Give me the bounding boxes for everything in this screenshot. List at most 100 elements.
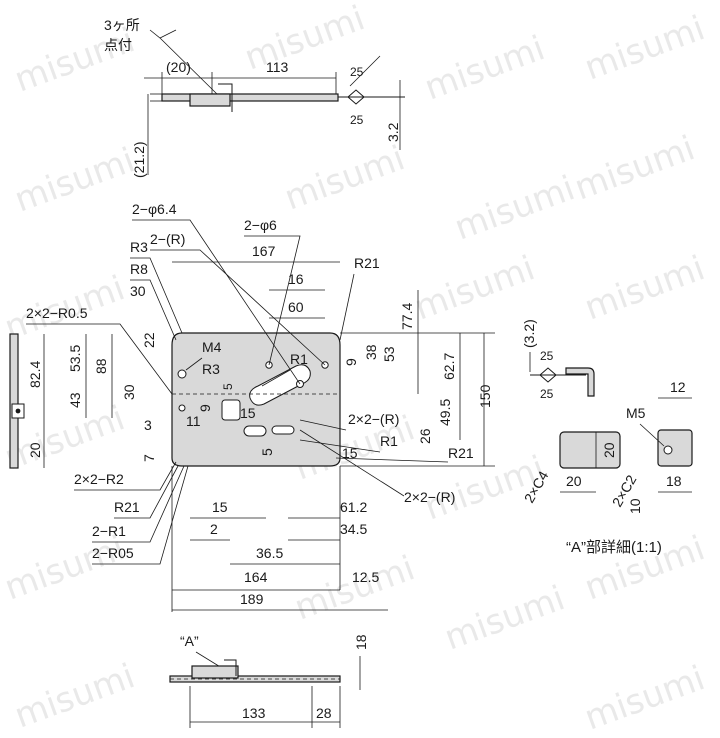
detail-dim-20: 20 [566,473,582,489]
weld-25-top: 25 [350,65,364,79]
dim-34.5: 34.5 [340,521,367,537]
detail-dim-3.2: (3.2) [521,319,537,348]
watermark: misumi [579,658,710,738]
watermark: misumi [9,656,140,736]
dim-26: 26 [417,428,433,444]
dim-164: 164 [244,569,268,585]
watermark: misumi [439,578,570,658]
hole-m4 [177,369,187,379]
slot-lower [243,425,267,437]
watermark: misumi [569,128,700,208]
watermark: misumi [579,8,710,88]
watermark: misumi [409,248,540,328]
dim-3.2: 3.2 [385,122,401,142]
weld-symbol [347,89,365,105]
callout-R21-bottom: R21 [114,499,140,515]
callout-R21-right: R21 [448,445,474,461]
dim-inner-15: 15 [240,405,256,421]
callout-R1-top: R1 [290,351,308,367]
detail-block-left [559,431,621,469]
dim-9: 9 [343,358,359,366]
callout-R3-top: R3 [130,239,148,255]
bottom-dim-18: 18 [353,634,369,650]
detail-dim-12: 12 [670,379,686,395]
weld-25-bottom: 25 [350,113,364,127]
detail-bracket-side [565,367,595,397]
bottom-label-a: “A” [180,633,199,649]
dim-2-bottom: 2 [210,521,218,537]
dim-inner-3: 3 [144,417,152,433]
callout-2x2-R2: 2×2−R2 [74,471,124,487]
bottom-hinge [191,665,239,679]
slot-lower-2 [271,425,295,435]
weld-note-line2: 点付 [104,37,132,53]
dim-16: 16 [288,271,304,287]
dim-20: (20) [166,59,191,75]
dim-12.5: 12.5 [352,569,379,585]
top-plate [161,93,339,102]
bottom-dim-28: 28 [316,705,332,721]
dim-113: 113 [266,59,289,75]
watermark: misumi [0,528,130,608]
dim-inner-9: 9 [197,404,213,412]
callout-phi6.4: 2−φ6.4 [132,201,177,217]
watermark: misumi [579,248,710,328]
detail-block-right [657,429,693,467]
top-hinge-block [189,93,231,107]
dim-38: 38 [363,344,379,360]
weld-note-line1: 3ヶ所 [104,17,140,33]
dim-20-left: 20 [27,442,43,458]
callout-2R: 2−(R) [150,231,185,247]
dim-82.4: 82.4 [27,361,43,388]
bottom-view: “A” 18 133 28 [169,633,369,728]
detail-M5: M5 [626,405,646,421]
detail-weld-25-top: 25 [540,349,554,363]
dim-inner-5: 5 [221,383,235,390]
top-view: 3ヶ所 点付 (20) 113 25 25 3.2 (21.2) [104,17,405,178]
cutout-hinge [221,399,241,421]
callout-M4: M4 [202,339,222,355]
callout-R8: R8 [130,261,148,277]
detail-dim-10: 10 [627,498,643,514]
dim-inner-5b: 5 [259,448,275,456]
dim-49.5: 49.5 [437,399,453,426]
dim-22: 22 [141,332,157,348]
dim-53: 53 [381,346,397,362]
callout-2x2-R0.5: 2×2−R0.5 [26,305,88,321]
detail-title: “A”部詳細(1:1) [566,539,662,556]
dim-167: 167 [252,243,276,259]
dim-inner-15b: 15 [342,445,358,461]
dim-7: 7 [141,454,157,462]
dim-inner-11: 11 [186,413,201,429]
watermark: misumi [419,28,550,108]
dim-30-top: 30 [130,283,146,299]
dim-61.2: 61.2 [340,499,367,515]
dim-53.5: 53.5 [67,345,83,372]
watermark: misumi [279,138,410,218]
bottom-dim-133: 133 [242,705,266,721]
dim-189: 189 [240,591,264,607]
watermark: misumi [289,548,420,628]
callout-2-R1: 2−R1 [92,523,126,539]
weld-leader [149,29,219,96]
watermark: misumi [9,140,140,220]
callout-phi6: 2−φ6 [244,217,277,233]
callout-2x2-R-mid: 2×2−(R) [348,411,399,427]
dim-21.2: (21.2) [131,141,147,178]
detail-weld-25-bottom: 25 [540,387,554,401]
side-profile [9,333,19,469]
top-hinge-leaf [218,83,233,112]
dim-62.7: 62.7 [441,353,457,380]
dim-60: 60 [288,299,304,315]
dim-30-left: 30 [121,384,137,400]
dim-43: 43 [67,392,83,408]
detail-weld-symbol [539,367,557,383]
callout-R1-right: R1 [380,433,398,449]
detail-dim-20-vertical: 20 [601,442,617,458]
main-view: 2−φ6.4 2−(R) 2−φ6 R3 R8 30 2×2−R0.5 M4 R… [9,201,495,612]
dim-15-bottom: 15 [212,499,228,515]
dim-36.5: 36.5 [256,545,283,561]
watermark: misumi [449,168,580,248]
callout-R21-top: R21 [354,255,380,271]
